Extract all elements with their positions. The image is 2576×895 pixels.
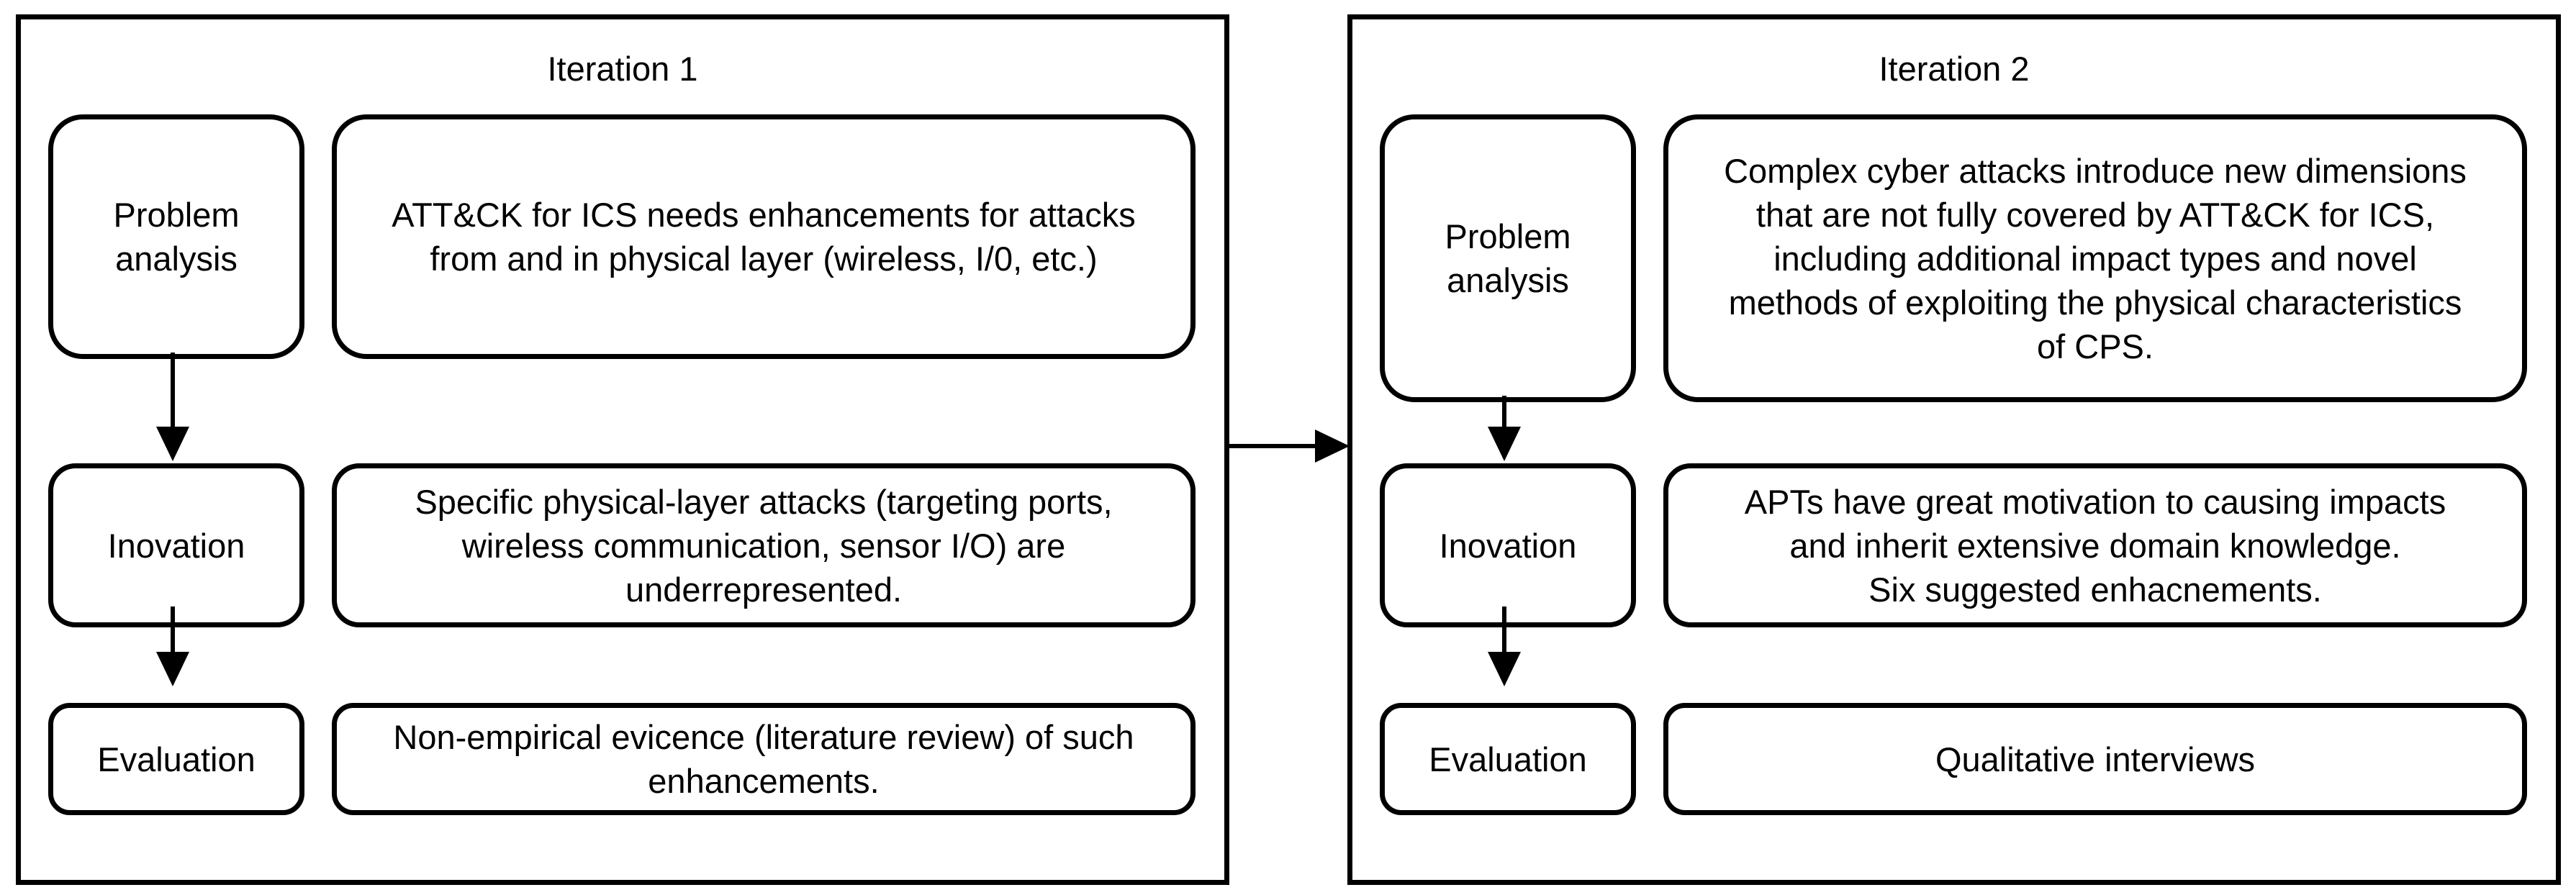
evaluation-description: Qualitative interviews [1663, 703, 2527, 815]
stage-box-evaluation: Evaluation [48, 703, 304, 815]
iteration-1-panel: Iteration 1 Problem analysis ATT&CK for … [16, 14, 1229, 885]
stage-box-problem-analysis: Problem analysis [48, 114, 304, 359]
iteration-2-title: Iteration 2 [1879, 50, 2030, 88]
inovation-description: APTs have great motivation to causing im… [1663, 463, 2527, 627]
problem-analysis-description: Complex cyber attacks introduce new dime… [1663, 114, 2527, 402]
stage-box-inovation: Inovation [48, 463, 304, 627]
iteration-2-panel: Iteration 2 Problem analysis Complex cyb… [1347, 14, 2561, 885]
stage-box-problem-analysis: Problem analysis [1380, 114, 1636, 402]
arrow-right-icon [1226, 430, 1350, 463]
inovation-description: Specific physical-layer attacks (targeti… [332, 463, 1196, 627]
problem-analysis-description: ATT&CK for ICS needs enhancements for at… [332, 114, 1196, 359]
iteration-1-title: Iteration 1 [547, 50, 698, 88]
stage-box-inovation: Inovation [1380, 463, 1636, 627]
stage-box-evaluation: Evaluation [1380, 703, 1636, 815]
evaluation-description: Non-empirical evicence (literature revie… [332, 703, 1196, 815]
